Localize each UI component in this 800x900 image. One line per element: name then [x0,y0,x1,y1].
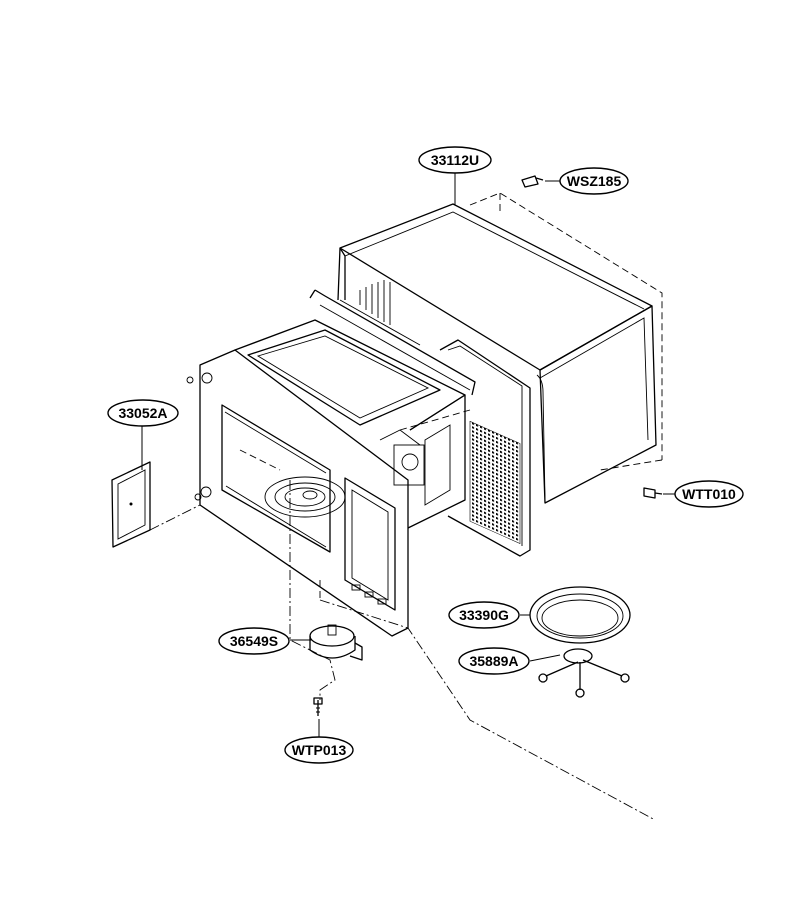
screw-top-shape [521,175,544,188]
callout-tray[interactable]: 33390G [448,601,520,629]
roller-ring-shape [538,648,630,698]
screw-side-shape [643,487,663,499]
glass-tray-shape [529,586,631,644]
screw-bottom-shape [313,697,323,716]
callout-label: 36549S [230,633,278,649]
motor-shape [309,624,363,661]
cabinet-shape [337,203,657,557]
callout-screw-bottom[interactable]: WTP013 [284,736,354,764]
callout-screw-side[interactable]: WTT010 [674,480,744,508]
callout-label: 33390G [459,607,509,623]
callout-cabinet[interactable]: 33112U [418,146,492,174]
callout-screw-top[interactable]: WSZ185 [559,167,629,195]
callout-label: 33112U [431,152,479,168]
callout-label: WSZ185 [567,173,622,189]
callout-motor[interactable]: 36549S [218,627,290,655]
chassis-frame [186,289,476,637]
callout-label: WTT010 [682,486,736,502]
cover-plate-shape [111,461,151,548]
callout-plate[interactable]: 33052A [107,399,179,427]
callout-roller[interactable]: 35889A [458,647,530,675]
callout-label: WTP013 [292,742,347,758]
callout-label: 33052A [118,405,167,421]
vent-grid [469,420,521,544]
callout-label: 35889A [469,653,518,669]
